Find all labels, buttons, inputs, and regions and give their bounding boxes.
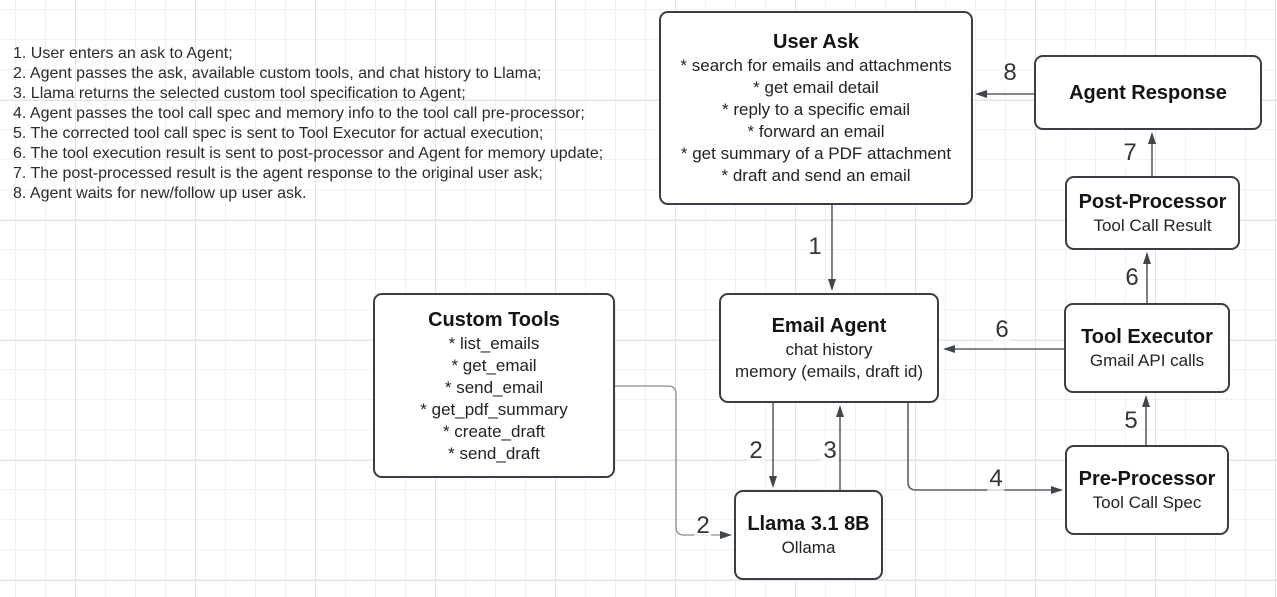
node-user-ask-line: * get summary of a PDF attachment: [680, 144, 952, 163]
step-5: 5. The corrected tool call spec is sent …: [13, 125, 544, 142]
node-email-agent[interactable]: Email Agent chat history memory (emails,…: [719, 293, 939, 403]
step-7: 7. The post-processed result is the agen…: [13, 165, 543, 182]
node-user-ask-title: User Ask: [773, 31, 859, 53]
node-user-ask-line: * reply to a specific email: [721, 100, 911, 119]
node-custom-tools-line: * get_email: [451, 355, 537, 375]
node-llama-title: Llama 3.1 8B: [747, 513, 870, 535]
edge-label-2-agent-llama: 2: [747, 437, 765, 464]
node-agent-response-title: Agent Response: [1069, 81, 1227, 104]
edge-label-7: 7: [1121, 139, 1139, 166]
node-custom-tools-title: Custom Tools: [428, 308, 560, 331]
node-custom-tools-line: * send_draft: [448, 443, 540, 463]
node-email-agent-line: chat history: [785, 340, 873, 359]
node-tool-executor-subtitle: Gmail API calls: [1089, 351, 1205, 370]
node-pre-processor[interactable]: Pre-Processor Tool Call Spec: [1065, 445, 1229, 535]
node-email-agent-line: memory (emails, draft id): [735, 362, 923, 381]
edge-2-customtools-to-llama[interactable]: [615, 385, 732, 539]
edge-label-6-executor-post: 6: [1123, 264, 1141, 291]
node-llama[interactable]: Llama 3.1 8B Ollama: [734, 490, 883, 580]
edge-label-8: 8: [1001, 59, 1019, 86]
edge-label-2-tools-llama: 2: [694, 512, 712, 539]
node-custom-tools-line: * send_email: [444, 377, 544, 397]
steps-list: 1. User enters an ask to Agent; 2. Agent…: [13, 44, 653, 204]
node-tool-executor-title: Tool Executor: [1081, 326, 1213, 348]
edge-label-4: 4: [987, 465, 1005, 492]
node-post-processor-subtitle: Tool Call Result: [1093, 216, 1212, 235]
node-user-ask-line: * draft and send an email: [721, 166, 911, 185]
node-custom-tools-line: * create_draft: [442, 421, 546, 441]
node-user-ask-line: * get email detail: [753, 78, 879, 97]
node-custom-tools-line: * list_emails: [448, 333, 540, 353]
step-1: 1. User enters an ask to Agent;: [13, 45, 233, 62]
node-custom-tools[interactable]: Custom Tools * list_emails * get_email *…: [373, 293, 615, 478]
step-4: 4. Agent passes the tool call spec and m…: [13, 105, 585, 122]
node-llama-subtitle: Ollama: [781, 538, 836, 557]
node-email-agent-title: Email Agent: [771, 315, 887, 337]
step-6: 6. The tool execution result is sent to …: [13, 145, 604, 162]
node-user-ask-line: * search for emails and attachments: [680, 56, 952, 75]
node-tool-executor[interactable]: Tool Executor Gmail API calls: [1064, 303, 1230, 393]
edge-label-6-executor-agent: 6: [993, 316, 1011, 343]
node-custom-tools-line: * get_pdf_summary: [420, 399, 568, 419]
edge-label-5: 5: [1122, 407, 1140, 434]
node-agent-response[interactable]: Agent Response: [1034, 55, 1262, 130]
edge-label-1: 1: [806, 233, 824, 260]
step-8: 8. Agent waits for new/follow up user as…: [13, 185, 307, 202]
node-pre-processor-title: Pre-Processor: [1078, 468, 1216, 490]
node-post-processor-title: Post-Processor: [1078, 191, 1227, 213]
step-3: 3. Llama returns the selected custom too…: [13, 85, 466, 102]
edge-4-emailagent-to-preprocessor[interactable]: [907, 403, 1063, 494]
edge-label-3: 3: [821, 437, 839, 464]
node-user-ask-line: * forward an email: [747, 122, 885, 141]
node-pre-processor-subtitle: Tool Call Spec: [1092, 493, 1202, 512]
step-2: 2. Agent passes the ask, available custo…: [13, 65, 542, 82]
node-post-processor[interactable]: Post-Processor Tool Call Result: [1065, 176, 1240, 250]
node-user-ask[interactable]: User Ask * search for emails and attachm…: [659, 11, 973, 205]
